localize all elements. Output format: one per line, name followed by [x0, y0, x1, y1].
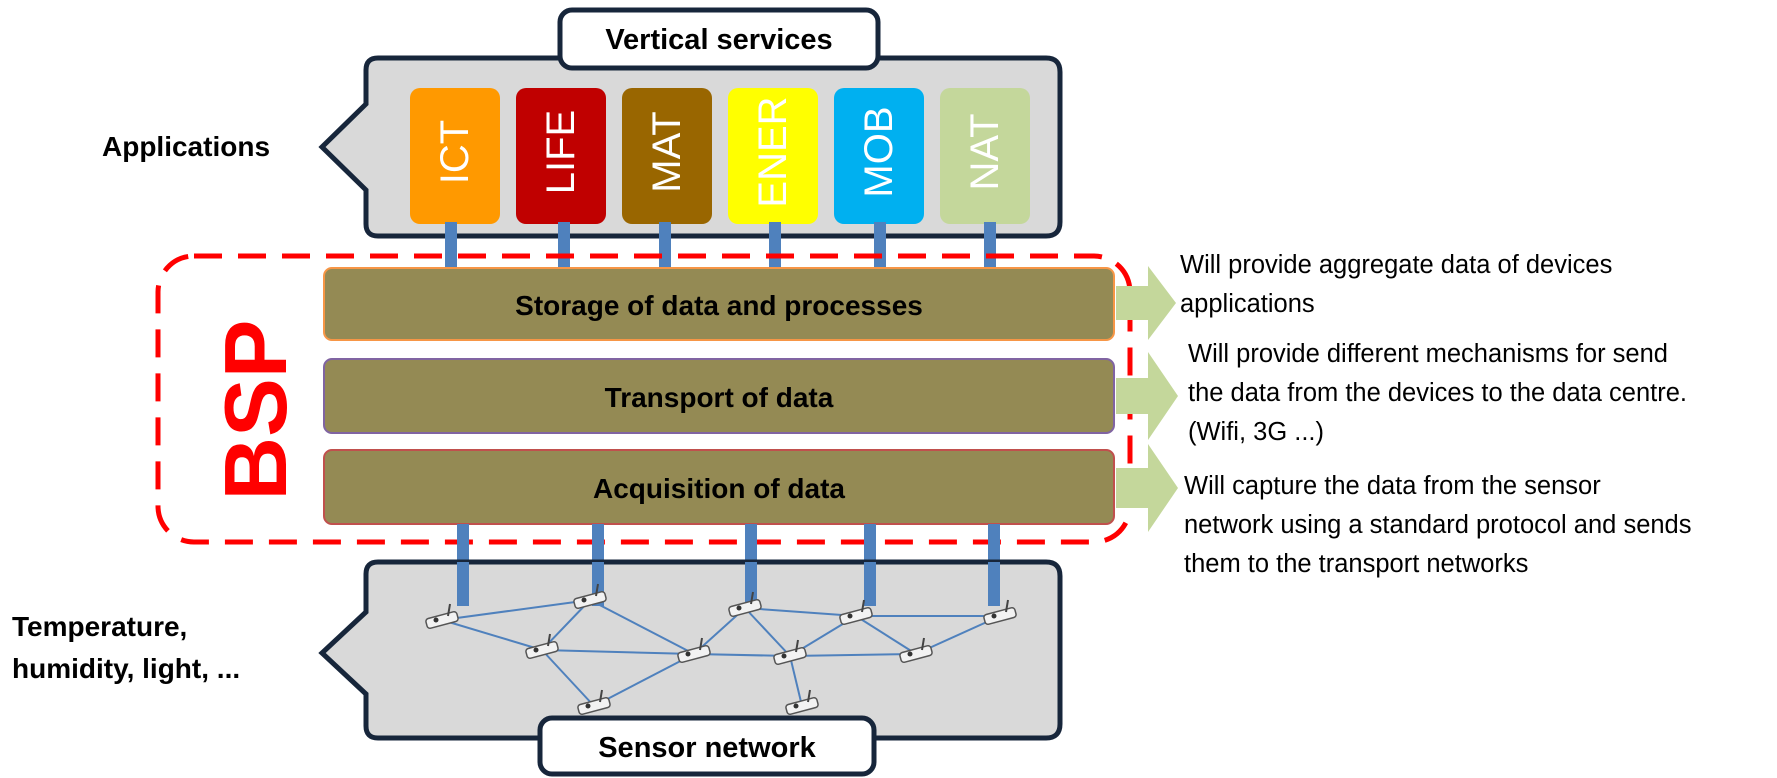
service-tile-mat: MAT — [622, 88, 712, 224]
sensor-link — [589, 599, 695, 655]
service-label: MAT — [645, 111, 689, 192]
vertical-services-title: Vertical services — [605, 24, 832, 56]
service-label: NAT — [963, 113, 1007, 190]
sensor-link — [744, 607, 857, 617]
top-connectors — [445, 222, 996, 272]
sensor-node-icon — [573, 583, 607, 610]
storage-arrow — [1116, 266, 1176, 340]
service-label: MOB — [857, 106, 901, 197]
bsp-label: BSP — [206, 320, 305, 501]
sensor-node-icon — [785, 689, 819, 716]
sensor-node-icon — [525, 633, 559, 660]
vertical-services-title-box: Vertical services — [557, 7, 881, 71]
acquisition-layer-label: Acquisition of data — [593, 473, 845, 504]
sensor-node-icon — [577, 689, 611, 716]
storage-layer: Storage of data and processes — [323, 267, 1115, 341]
sensor-node-icon — [677, 637, 711, 664]
service-tile-life: LIFE — [516, 88, 606, 224]
sensor-network-title-box: Sensor network — [537, 715, 877, 777]
sensor-link — [441, 619, 543, 651]
transport-arrow — [1116, 352, 1178, 440]
storage-description: Will provide aggregate data of devices a… — [1180, 251, 1619, 318]
acquisition-description: Will capture the data from the sensor ne… — [1184, 472, 1699, 578]
vertical-services-list: ICT LIFE MAT ENER MOB NAT — [410, 88, 1030, 224]
applications-label: Applications — [102, 131, 270, 162]
service-tile-mob: MOB — [834, 88, 924, 224]
sensor-node-icon — [899, 637, 933, 664]
sensor-node-icon — [839, 599, 873, 626]
sensor-link — [789, 653, 917, 657]
sensor-network-title: Sensor network — [598, 732, 816, 764]
sensor-link — [441, 599, 591, 621]
sensor-link — [855, 615, 917, 655]
sensor-node-icon — [983, 599, 1017, 626]
sensor-link — [593, 653, 695, 707]
transport-description: Will provide different mechanisms for se… — [1188, 340, 1694, 446]
service-label: LIFE — [539, 110, 583, 194]
sensor-node-icon — [773, 639, 807, 666]
acquisition-layer: Acquisition of data — [323, 449, 1115, 525]
storage-layer-label: Storage of data and processes — [515, 290, 923, 321]
sensor-link — [541, 649, 695, 655]
transport-layer: Transport of data — [323, 358, 1115, 434]
sensor-node-icon — [728, 591, 762, 618]
measurements-label: Temperature, humidity, light, ... — [12, 611, 240, 684]
sensor-link — [541, 649, 595, 707]
sensor-link — [541, 599, 591, 651]
sensor-node-icon — [425, 603, 459, 630]
sensor-link — [789, 655, 803, 707]
acquisition-arrow — [1116, 444, 1178, 532]
transport-layer-label: Transport of data — [605, 382, 834, 413]
service-label: ENER — [751, 96, 795, 207]
sensor-mesh — [425, 583, 1017, 716]
service-label: ICT — [433, 120, 477, 184]
layer-arrows — [1116, 266, 1178, 532]
sensor-link — [744, 607, 791, 657]
service-tile-ener: ENER — [728, 88, 818, 224]
service-tile-ict: ICT — [410, 88, 500, 224]
service-tile-nat: NAT — [940, 88, 1030, 224]
